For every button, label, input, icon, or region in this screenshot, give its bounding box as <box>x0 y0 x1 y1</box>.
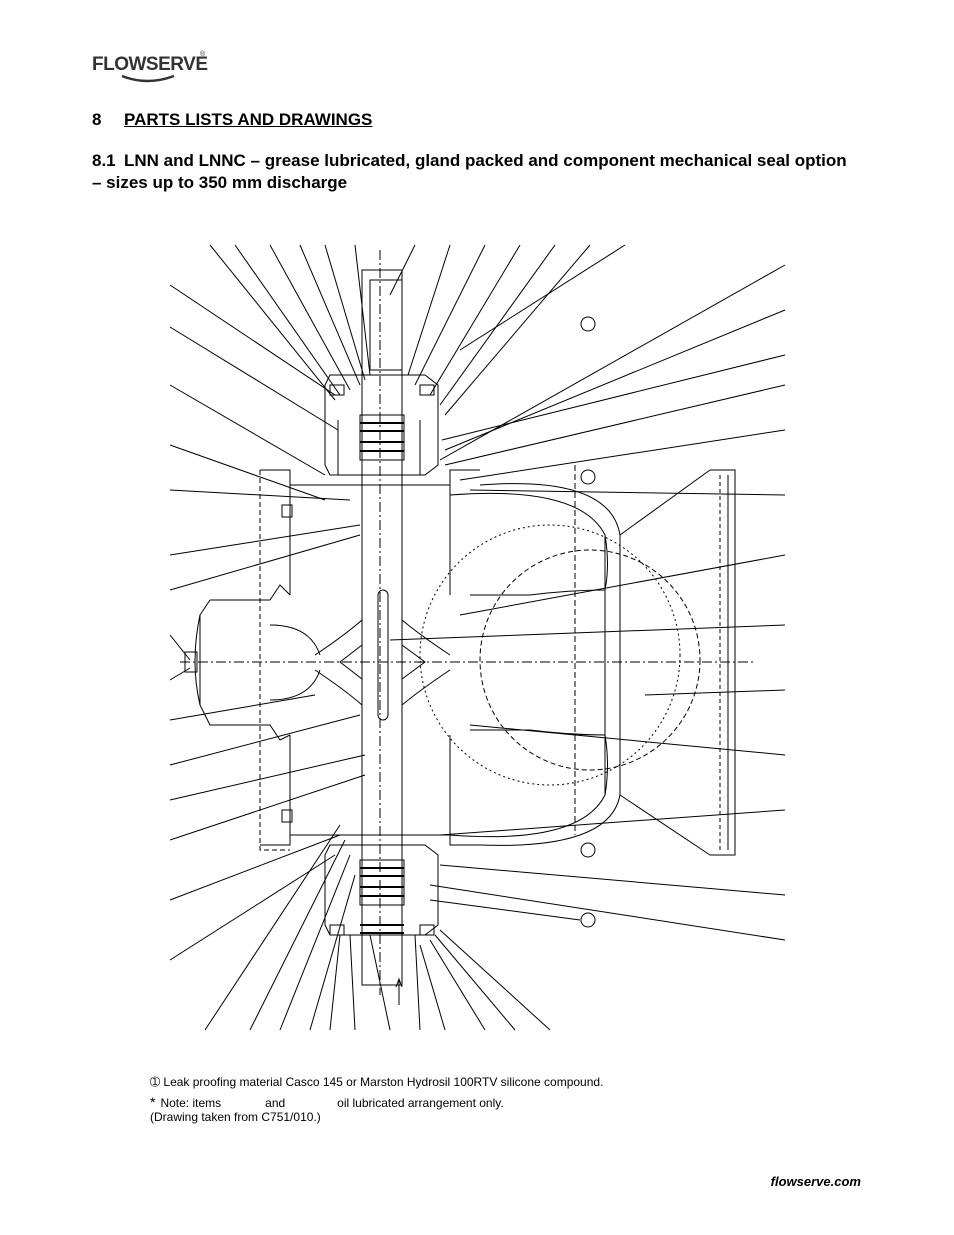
note2-middle: and <box>265 1096 286 1110</box>
footer-website: flowserve.com <box>770 1174 861 1189</box>
note-marker-icon: ➀ <box>150 1075 161 1089</box>
pump-sectional-drawing <box>169 244 786 1031</box>
subsection-title: LNN and LNNC – grease lubricated, gland … <box>92 151 847 192</box>
footnote-drawing-source: (Drawing taken from C751/010.) <box>150 1110 321 1124</box>
section-number: 8 <box>92 110 102 129</box>
asterisk-marker: * <box>150 1094 156 1110</box>
section-heading: 8 PARTS LISTS AND DRAWINGS <box>92 110 372 130</box>
flowserve-logo: FLOWSERVE ® <box>92 50 212 90</box>
section-title: PARTS LISTS AND DRAWINGS <box>124 110 373 129</box>
logo-swoosh-icon <box>121 74 175 83</box>
logo-text: FLOWSERVE <box>92 54 208 75</box>
footnote-leak-proofing: ➀ Leak proofing material Casco 145 or Ma… <box>150 1075 603 1089</box>
note2-suffix: oil lubricated arrangement only. <box>337 1096 504 1110</box>
note1-text: Leak proofing material Casco 145 or Mars… <box>163 1075 604 1089</box>
footnote-items: * Note: items and oil lubricated arrangemen… <box>150 1094 504 1110</box>
registered-mark: ® <box>200 51 206 58</box>
note2-prefix: Note: items <box>160 1096 222 1110</box>
subsection-number: 8.1 <box>92 151 116 170</box>
